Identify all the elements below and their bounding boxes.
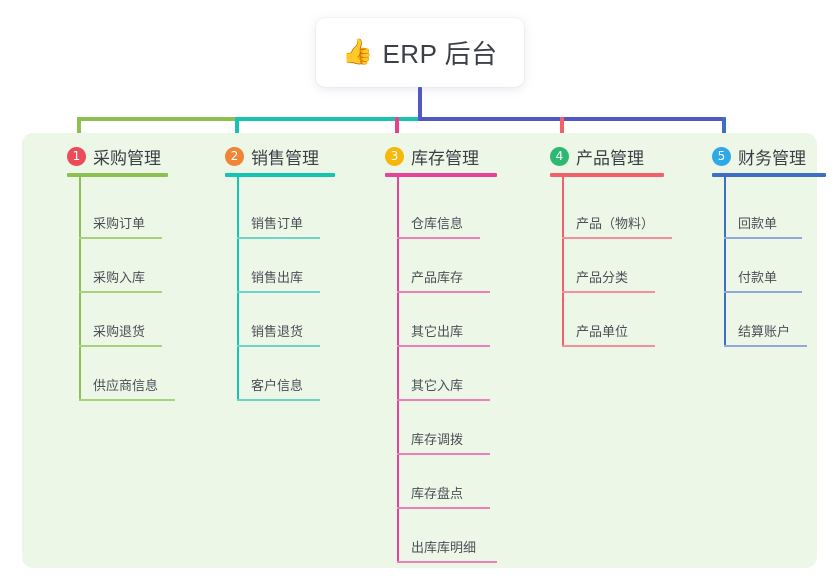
leaf-node[interactable]: 销售订单 [237, 193, 348, 239]
leaf-node[interactable]: 客户信息 [237, 355, 348, 401]
leaf-node-label: 付款单 [738, 270, 778, 285]
leaf-node-underline [724, 291, 802, 293]
leaf-node-underline [237, 237, 320, 239]
leaf-node-underline [79, 291, 162, 293]
leaf-node[interactable]: 付款单 [724, 247, 830, 293]
leaf-node-underline [397, 399, 490, 401]
leaf-node-label: 销售订单 [251, 216, 304, 231]
leaf-node[interactable]: 其它入库 [397, 355, 518, 401]
branch-spine-3 [397, 177, 399, 563]
leaf-node-label: 结算账户 [738, 324, 791, 339]
branch-header-5[interactable]: 5 财务管理 [712, 144, 806, 169]
leaf-node-underline [562, 345, 655, 347]
leaf-node-label: 其它入库 [411, 378, 464, 393]
branch-header-3[interactable]: 3 库存管理 [385, 144, 479, 169]
branch-number-badge-2: 2 [225, 147, 244, 166]
branch-spine-4 [562, 177, 564, 347]
leaf-node[interactable]: 库存调拨 [397, 409, 518, 455]
leaf-node-underline [397, 291, 490, 293]
leaf-node-underline [79, 237, 162, 239]
leaf-node[interactable]: 仓库信息 [397, 193, 508, 239]
branch-underline-4 [550, 173, 664, 177]
connector-bar-segment-mid [236, 117, 422, 121]
leaf-node-underline [237, 291, 320, 293]
leaf-node[interactable]: 出库库明细 [397, 517, 525, 563]
leaf-node-label: 采购订单 [93, 216, 146, 231]
branch-title-2: 销售管理 [251, 149, 319, 168]
leaf-node-underline [562, 237, 672, 239]
leaf-node-label: 产品单位 [576, 324, 629, 339]
leaf-node[interactable]: 供应商信息 [79, 355, 203, 401]
root-node-label: ERP 后台 [382, 39, 498, 69]
branch-underline-2 [225, 173, 335, 177]
leaf-node-label: 库存调拨 [411, 432, 464, 447]
leaf-node[interactable]: 产品单位 [562, 301, 683, 347]
leaf-node-label: 采购入库 [93, 270, 146, 285]
leaf-node-underline [724, 237, 802, 239]
leaf-node-underline [397, 345, 490, 347]
leaf-node[interactable]: 产品分类 [562, 247, 683, 293]
leaf-node-label: 产品（物料） [576, 216, 655, 231]
branch-number-badge-3: 3 [385, 147, 404, 166]
branch-number-badge-5: 5 [712, 147, 731, 166]
thumbs-up-icon: 👍 [342, 38, 374, 66]
branch-underline-5 [712, 173, 826, 177]
branch-number-badge-1: 1 [67, 147, 86, 166]
leaf-node[interactable]: 采购订单 [79, 193, 190, 239]
leaf-node-label: 仓库信息 [411, 216, 464, 231]
leaf-node-underline [724, 345, 807, 347]
leaf-node-underline [237, 399, 320, 401]
leaf-node[interactable]: 产品库存 [397, 247, 518, 293]
leaf-node[interactable]: 采购退货 [79, 301, 190, 347]
leaf-node-underline [397, 453, 490, 455]
leaf-node-label: 出库库明细 [411, 540, 477, 555]
leaf-node[interactable]: 采购入库 [79, 247, 190, 293]
leaf-node-label: 回款单 [738, 216, 778, 231]
connector-bar-segment-left [78, 117, 238, 121]
leaf-node-underline [562, 291, 655, 293]
leaf-node[interactable]: 其它出库 [397, 301, 518, 347]
leaf-node-label: 供应商信息 [93, 378, 159, 393]
leaf-node-label: 库存盘点 [411, 486, 464, 501]
root-node-erp-backend[interactable]: 👍 ERP 后台 [316, 18, 524, 87]
root-node-content: 👍 ERP 后台 [342, 34, 497, 71]
connector-bar-segment-right [418, 117, 726, 121]
branch-underline-3 [385, 173, 497, 177]
leaf-node-underline [397, 507, 490, 509]
leaf-node-label: 产品库存 [411, 270, 464, 285]
leaf-node-label: 销售出库 [251, 270, 304, 285]
branch-header-2[interactable]: 2 销售管理 [225, 144, 319, 169]
connector-root-drop [418, 87, 422, 121]
branch-number-badge-4: 4 [550, 147, 569, 166]
leaf-node-label: 客户信息 [251, 378, 304, 393]
leaf-node-label: 销售退货 [251, 324, 304, 339]
leaf-node-underline [397, 561, 497, 563]
branch-title-3: 库存管理 [411, 149, 479, 168]
branch-title-1: 采购管理 [93, 149, 161, 168]
leaf-node-underline [397, 237, 480, 239]
branch-header-4[interactable]: 4 产品管理 [550, 144, 644, 169]
leaf-node[interactable]: 库存盘点 [397, 463, 518, 509]
branches-panel: 1 采购管理采购订单采购入库采购退货供应商信息 2 销售管理销售订单销售出库销售退货客… [22, 133, 826, 568]
branch-header-1[interactable]: 1 采购管理 [67, 144, 161, 169]
leaf-node[interactable]: 结算账户 [724, 301, 835, 347]
branch-title-4: 产品管理 [576, 149, 644, 168]
branch-underline-1 [67, 173, 168, 177]
branch-spine-2 [237, 177, 239, 401]
branch-spine-5 [724, 177, 726, 347]
leaf-node-underline [237, 345, 320, 347]
leaf-node[interactable]: 销售退货 [237, 301, 348, 347]
leaf-node-underline [79, 345, 162, 347]
branch-spine-1 [79, 177, 81, 401]
leaf-node-label: 产品分类 [576, 270, 629, 285]
branch-title-5: 财务管理 [738, 149, 806, 168]
leaf-node[interactable]: 回款单 [724, 193, 830, 239]
leaf-node-label: 其它出库 [411, 324, 464, 339]
leaf-node-underline [79, 399, 175, 401]
leaf-node[interactable]: 销售出库 [237, 247, 348, 293]
leaf-node-label: 采购退货 [93, 324, 146, 339]
leaf-node[interactable]: 产品（物料） [562, 193, 700, 239]
